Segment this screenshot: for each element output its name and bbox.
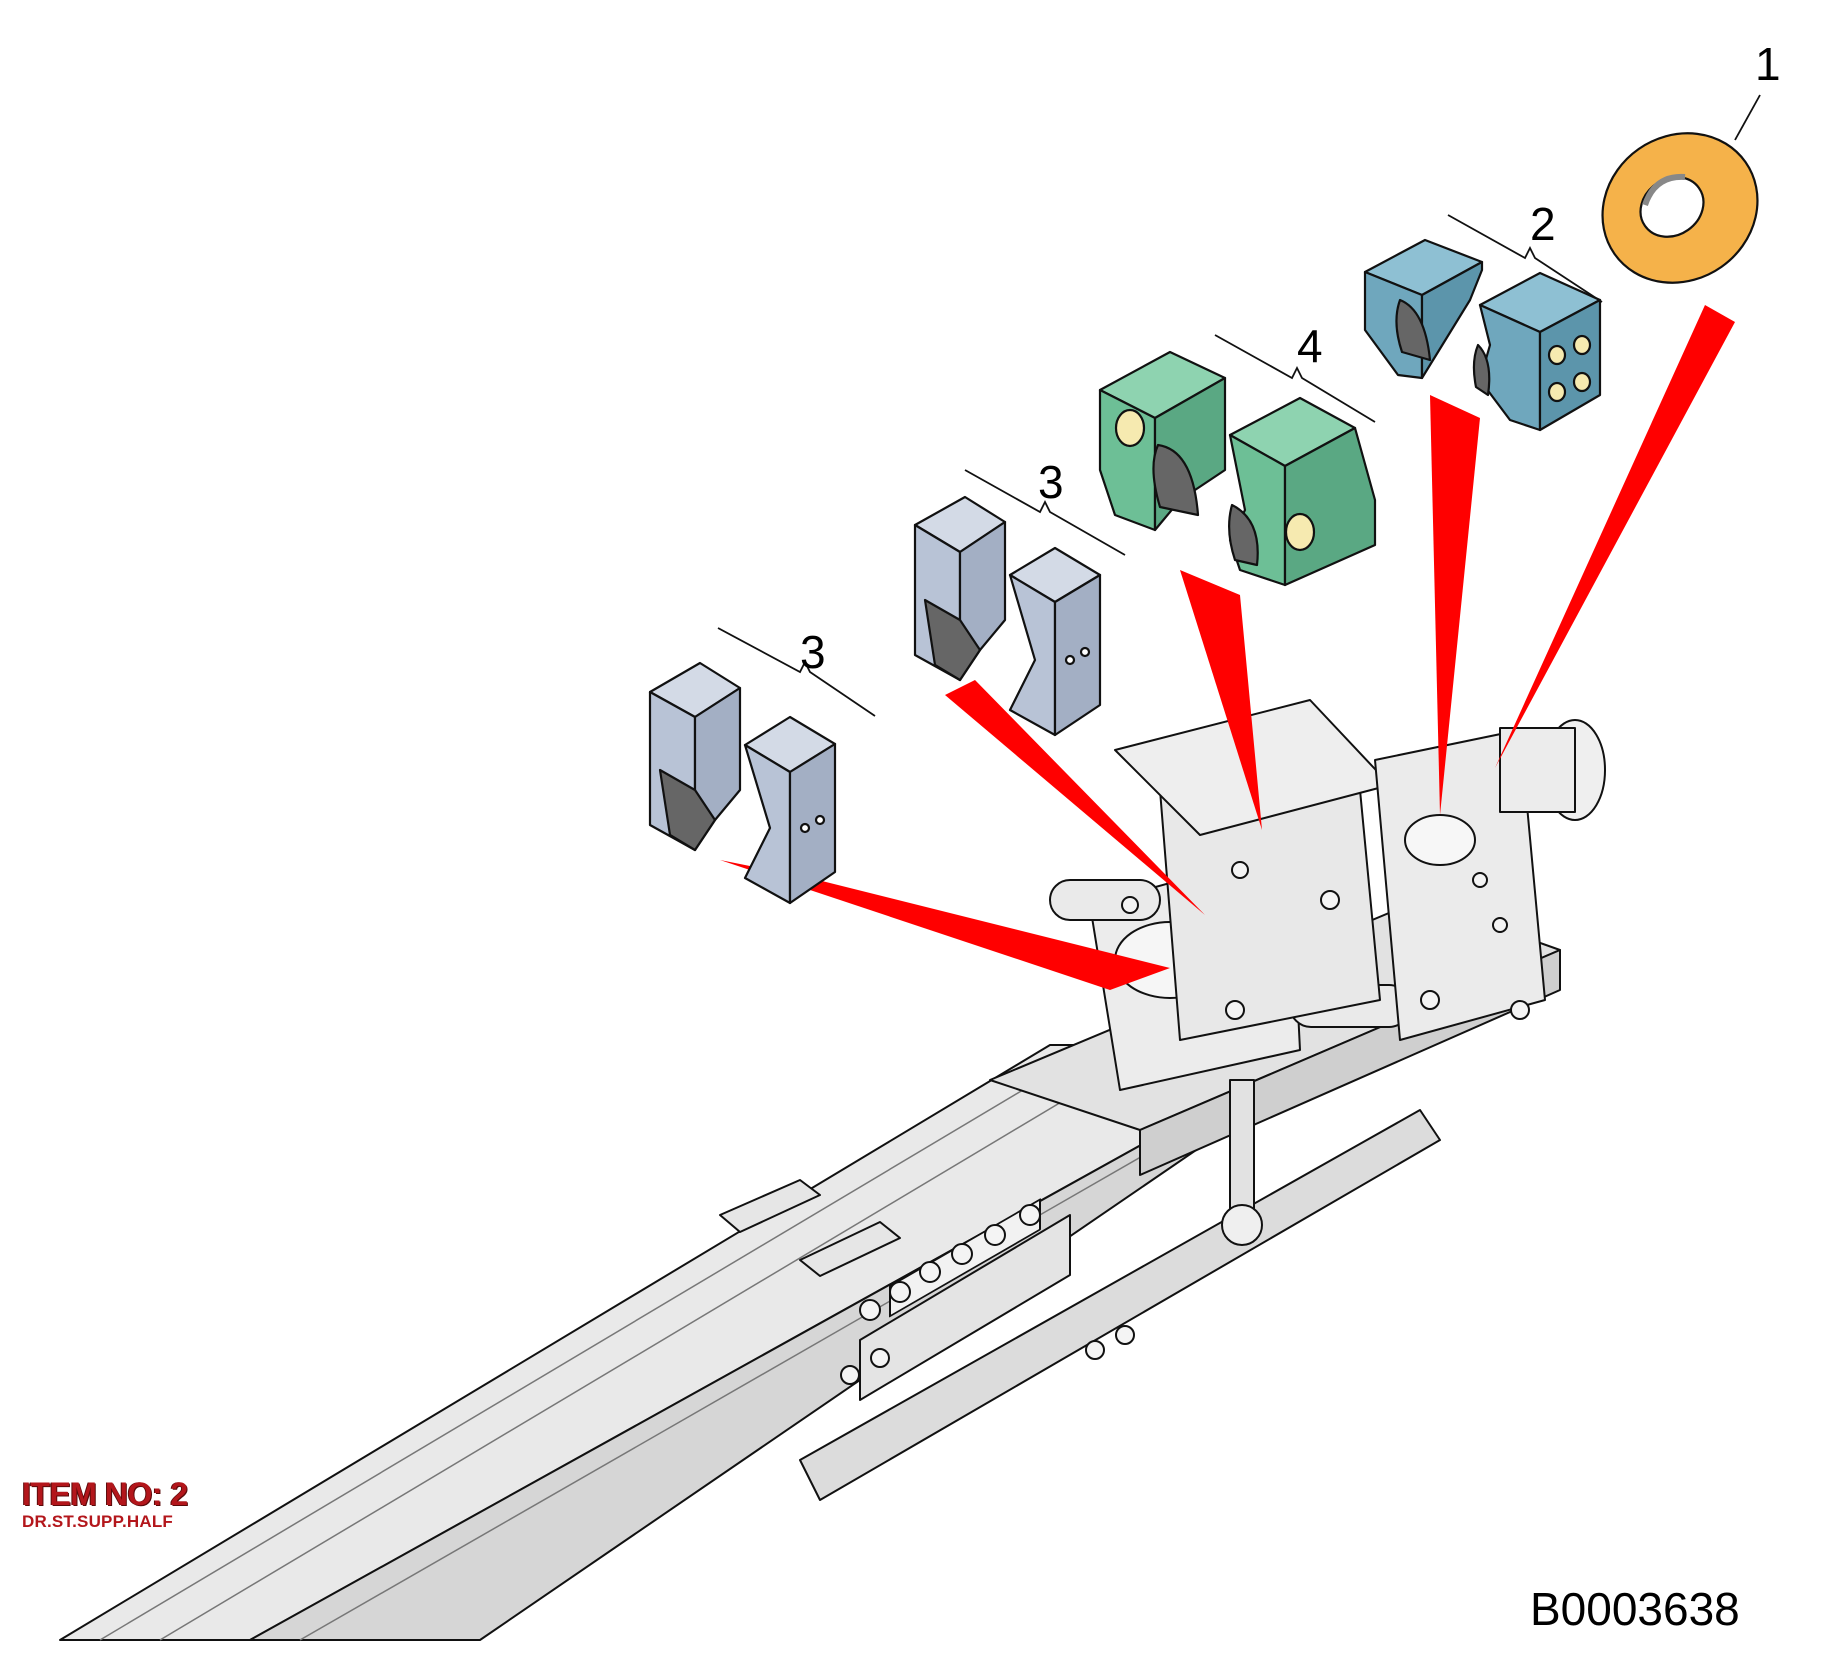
part-3-jaw-blocks-upper (913, 495, 1102, 737)
callout-1: 1 (1755, 38, 1781, 90)
vise-bolts (1121, 861, 1530, 1020)
clamp-half-left (1098, 350, 1227, 532)
slide-bar (799, 1109, 1441, 1501)
part-1-washer (1601, 132, 1759, 284)
clamp-hole-left (1114, 408, 1146, 448)
support-half-left (1363, 238, 1484, 380)
damper-eye (1221, 1204, 1263, 1246)
rail-side-face (249, 1089, 1241, 1641)
drill-rail-assembly (59, 699, 1606, 1641)
jaw-block-lower-left (648, 661, 742, 852)
damper-rod (1229, 1079, 1255, 1211)
item-description: DR.ST.SUPP.HALF (22, 1512, 173, 1531)
callout-3-lower: 3 (800, 626, 826, 678)
pointer-2 (1430, 395, 1480, 815)
callout-3-upper: 3 (1038, 456, 1064, 508)
callout-brackets (717, 94, 1761, 717)
drawing-number: B0003638 (1530, 1583, 1740, 1635)
bracket-2 (1447, 214, 1603, 303)
callout-numbers: 1 2 4 3 3 (800, 38, 1781, 678)
jaw-block-upper-right (1008, 546, 1102, 737)
bracket-3a (717, 627, 876, 717)
leader-1 (1734, 94, 1761, 141)
callout-2: 2 (1530, 198, 1556, 250)
rail-clamp-block-1 (719, 1179, 821, 1233)
clamp-hole-right (1284, 512, 1316, 552)
jaw-block-upper-left (913, 495, 1007, 682)
rail-clamp-block-2 (799, 1221, 901, 1277)
bolt-heads (840, 1204, 1135, 1385)
cylinder-left (1049, 879, 1161, 921)
pointer-3b (945, 680, 1205, 915)
pointer-arrows (720, 305, 1735, 990)
support-half-right (1472, 271, 1602, 432)
pointer-4 (1180, 570, 1262, 830)
part-2-support-halves (1363, 238, 1602, 432)
rear-tube-body (1499, 727, 1576, 813)
slide-clamp-plate (859, 1214, 1071, 1401)
part-4-clamp-halves (1098, 350, 1377, 587)
bracket-3b (964, 469, 1126, 556)
rear-vise-bore (1404, 814, 1476, 866)
pointer-3a (720, 860, 1170, 990)
bracket-4 (1214, 334, 1376, 423)
clamp-half-right (1228, 396, 1377, 587)
callout-4: 4 (1297, 320, 1323, 372)
part-3-jaw-blocks-lower (648, 661, 837, 905)
pointer-1 (1495, 305, 1735, 768)
item-label: ITEM NO: 2 DR.ST.SUPP.HALF (22, 1478, 188, 1530)
jaw-block-lower-right (743, 715, 837, 905)
item-number: ITEM NO: 2 (22, 1476, 188, 1512)
support-bolt-holes (1547, 334, 1592, 403)
